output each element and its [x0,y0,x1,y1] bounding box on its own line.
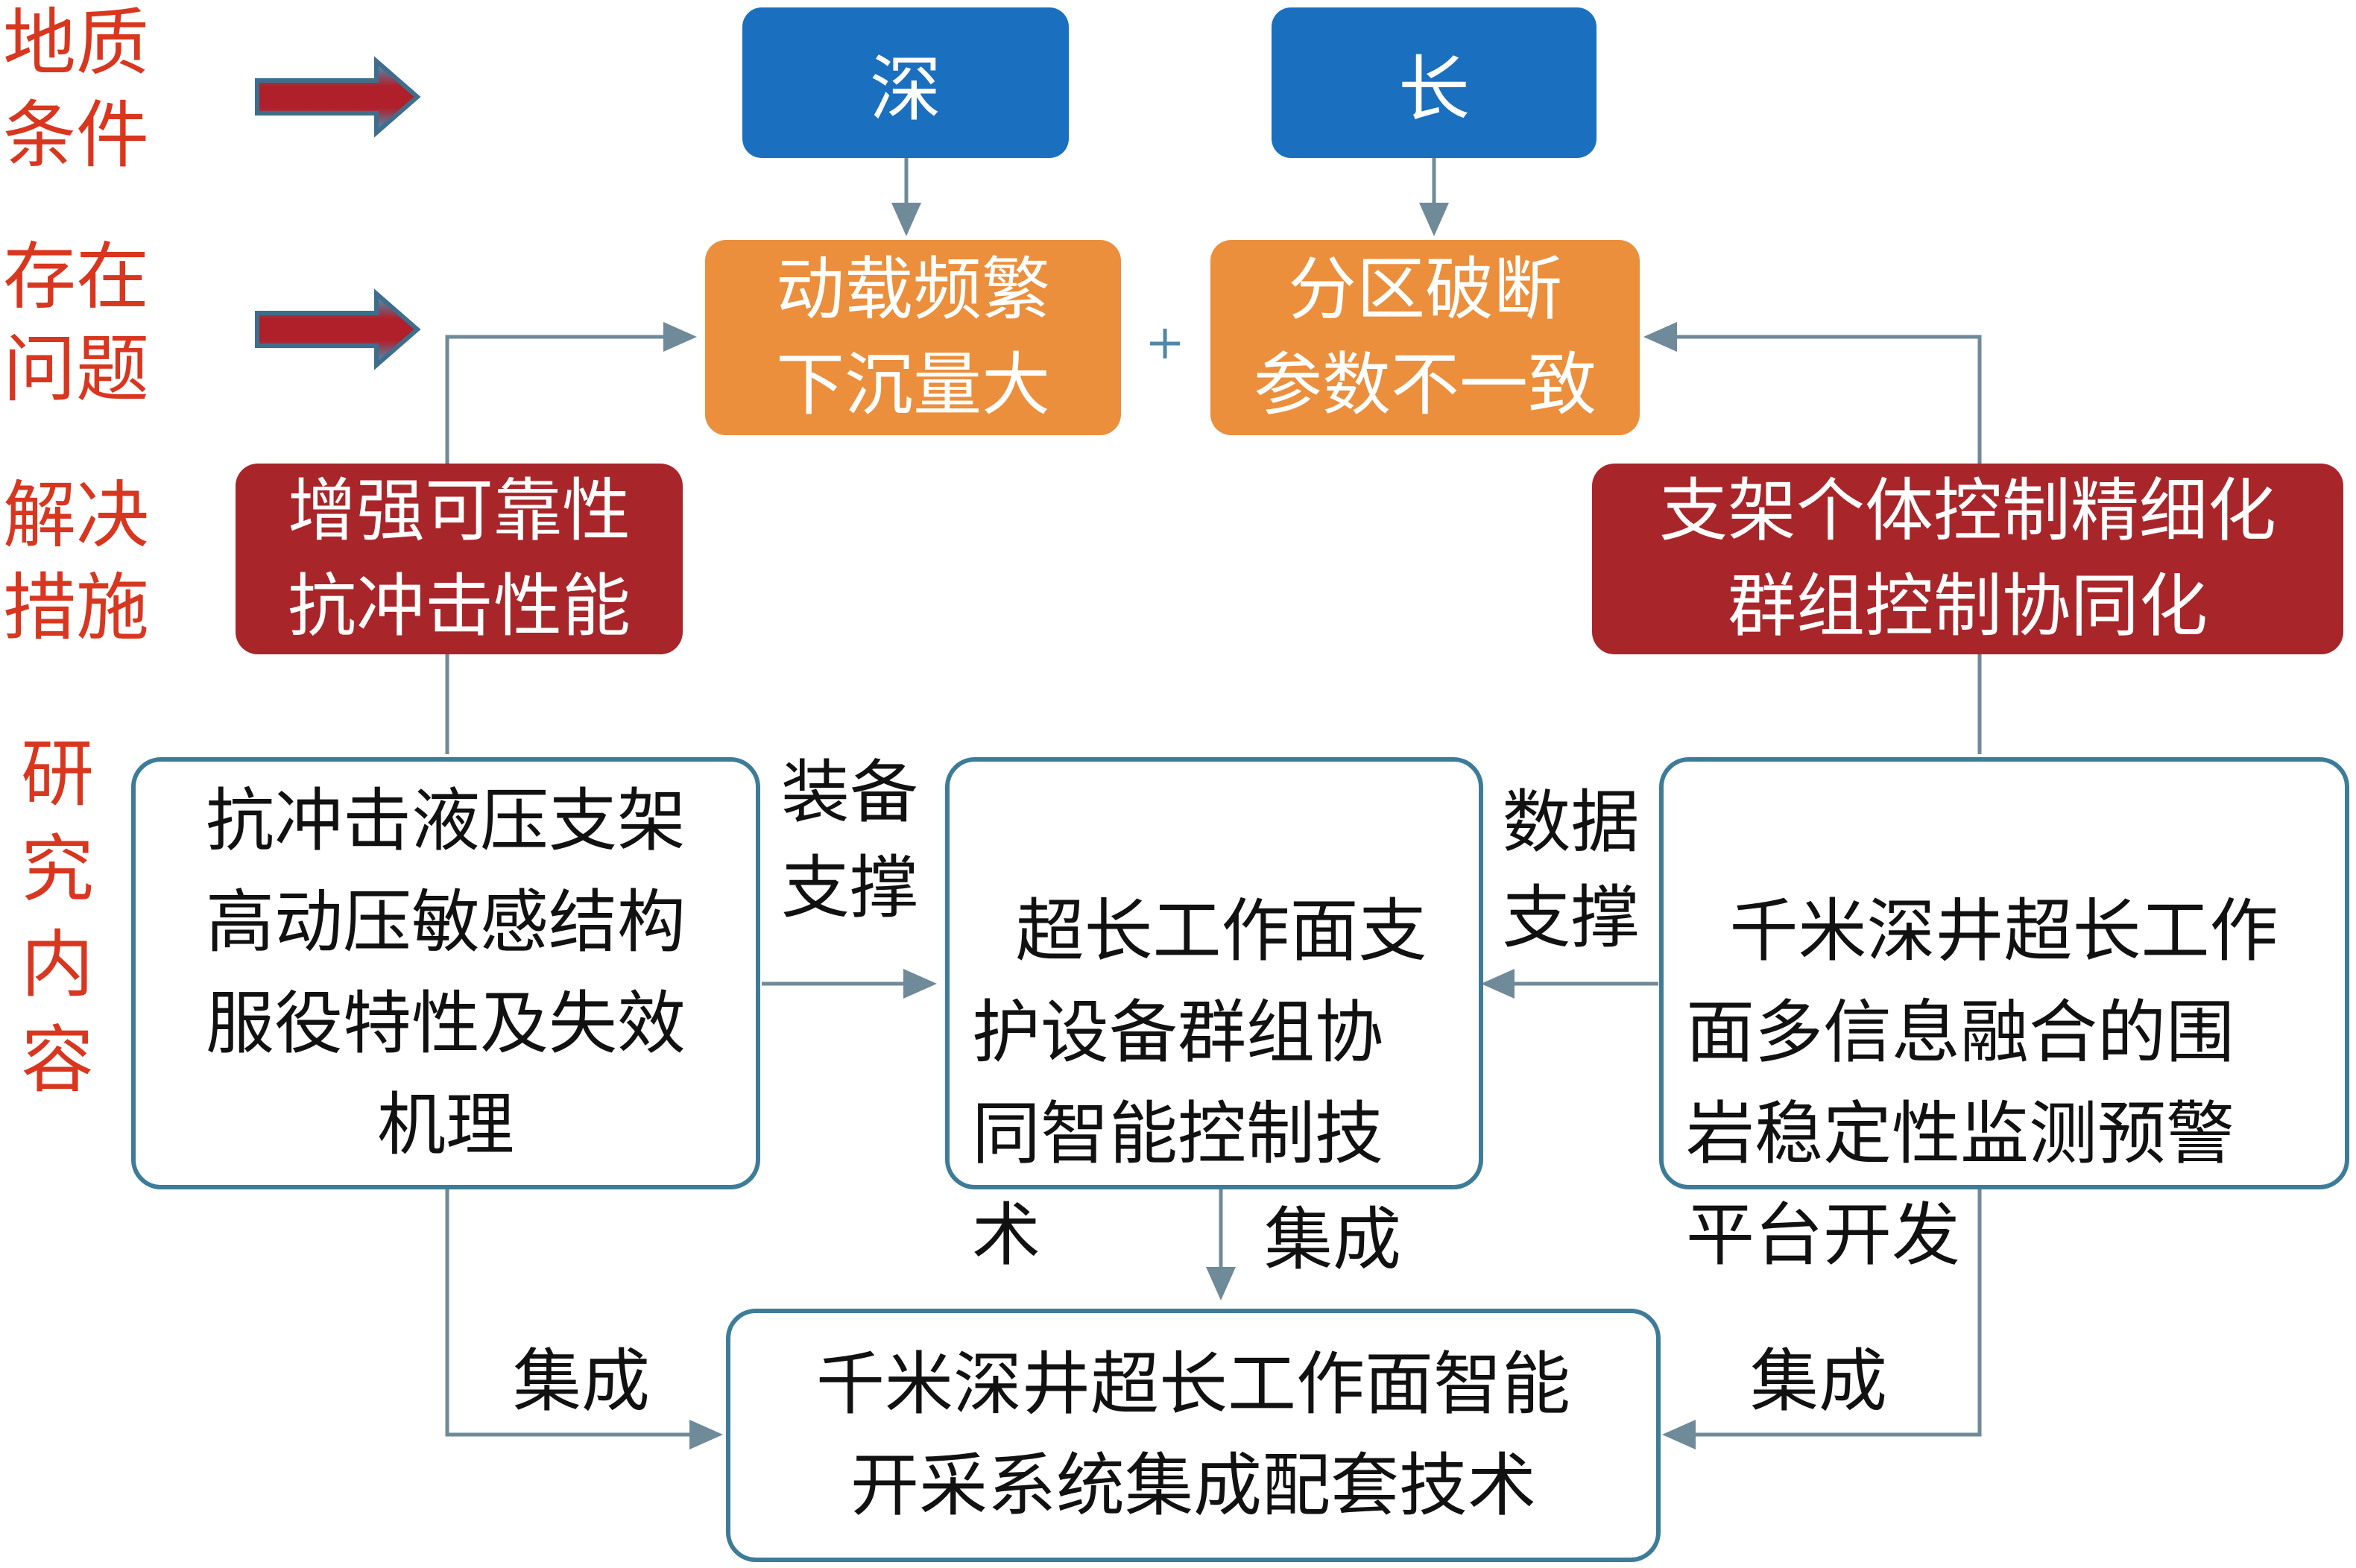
edge-label-integrate-left: 集成 [512,1341,650,1421]
problem-right-box: 分区破断 参数不一致 [1210,240,1640,435]
research-center-label: 超长工作面支 护设备群组协 同智能控制技 术 [972,891,1427,1275]
research-left-label: 抗冲击液压支架 高动压敏感结构 服役特性及失效 机理 [205,781,686,1165]
arrow-left-integrate [445,1189,723,1450]
edge-label-integrate-center: 集成 [1263,1200,1401,1280]
condition-deep-box: 深 [742,7,1069,158]
edge-label-integrate-right: 集成 [1749,1341,1887,1421]
problem-left-box: 动载频繁 下沉量大 [705,240,1121,435]
row-arrow-geology [255,56,421,138]
condition-long-label: 长 [1398,47,1470,131]
solution-right-label: 支架个体控制精细化 群组控制协同化 [1658,471,2276,646]
row-arrow-problems [255,288,421,370]
research-center-box: 超长工作面支 护设备群组协 同智能控制技 术 [945,757,1483,1275]
final-integration-box: 千米深井超长工作面智能 开采系统集成配套技术 [726,1309,1661,1562]
research-right-box: 千米深井超长工作 面多信息融合的围 岩稳定性监测预警 平台开发 [1659,757,2349,1275]
research-right-label: 千米深井超长工作 面多信息融合的围 岩稳定性监测预警 平台开发 [1686,891,2278,1275]
edge-label-data-support: 数据 支撑 [1502,783,1640,958]
problem-right-label: 分区破断 参数不一致 [1253,250,1597,425]
edge-label-equipment-support: 装备 支撑 [780,753,918,928]
plus-sign: + [1145,315,1185,370]
solution-left-box: 增强可靠性 抗冲击性能 [236,464,683,654]
solution-right-box: 支架个体控制精细化 群组控制协同化 [1592,464,2343,654]
row-label-geology: 地质 条件 [3,1,150,178]
condition-deep-label: 深 [870,47,941,131]
row-label-solutions: 解决 措施 [3,473,150,651]
row-label-problems: 存在 问题 [3,235,150,412]
condition-long-box: 长 [1272,7,1597,158]
final-integration-label: 千米深井超长工作面智能 开采系统集成配套技术 [815,1344,1570,1526]
row-label-research: 研 究 内 容 [21,732,95,1103]
research-left-box: 抗冲击液压支架 高动压敏感结构 服役特性及失效 机理 [131,757,760,1189]
solution-left-label: 增强可靠性 抗冲击性能 [287,471,631,646]
arrow-right-integrate [1662,1189,1982,1450]
problem-left-label: 动载频繁 下沉量大 [775,250,1050,425]
